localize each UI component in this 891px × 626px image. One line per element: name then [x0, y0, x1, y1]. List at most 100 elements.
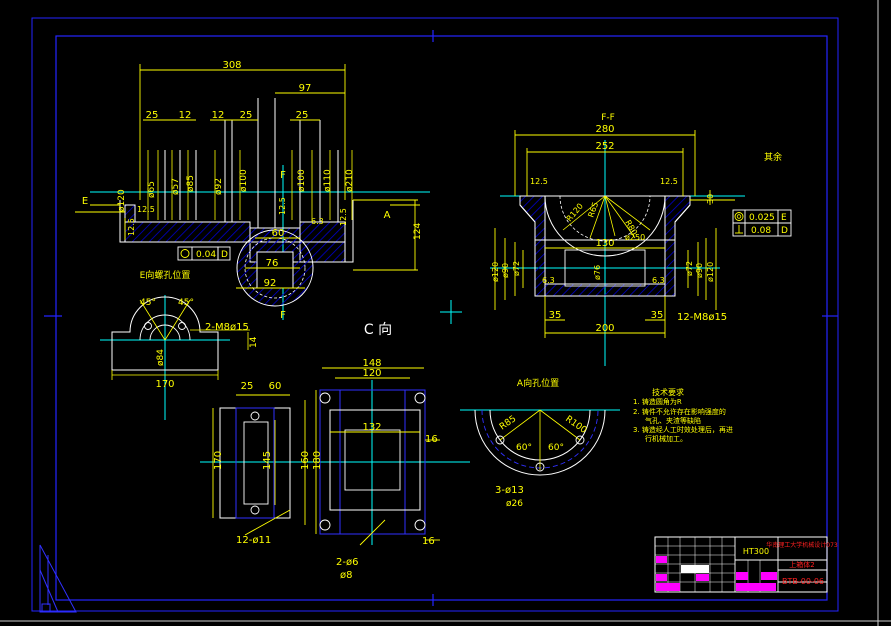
dim-12a: 12: [179, 110, 192, 121]
angle-60l: 60°: [516, 443, 532, 453]
holes-2-m8: 2-M8ø15: [205, 322, 249, 333]
front-view: 308 97 25 12 12 25 25 60 76 92 E A F F ø…: [75, 60, 430, 321]
hole-d8: ø8: [340, 570, 352, 581]
dim-35r: 35: [651, 310, 664, 321]
dim-16a: 16: [425, 434, 438, 445]
outer-frame: [31, 17, 839, 612]
e-view: E向螺孔位置 45° 45° 2-M8ø15 ø84 170 14: [100, 269, 259, 420]
dim-d72l: ø72: [512, 261, 521, 276]
svg-text:D: D: [221, 250, 228, 260]
svg-text:D: D: [781, 226, 788, 236]
part-name: 上箱体2: [789, 560, 814, 569]
title-block: HT300 华南理工大学机械设计073 上箱体2 BTB-00-06: [654, 536, 838, 593]
drawing-number: BTB-00-06: [782, 577, 824, 586]
dim-dia110: ø110: [323, 169, 333, 192]
a-view-title: A向孔位置: [517, 377, 559, 389]
section-view-ff: F-F: [490, 113, 792, 366]
dim-30: 30: [706, 194, 715, 204]
c-view-title: C 向: [364, 322, 392, 338]
perpendicularity-icon: [735, 225, 743, 234]
dim-170: 170: [155, 379, 174, 390]
tolerance-frame-2: 0.08 D: [732, 222, 792, 237]
note-1: 1. 铸造圆角为R: [633, 397, 682, 406]
dim-76: 76: [266, 258, 279, 269]
label-e: E: [82, 196, 88, 207]
dim-16b: 16: [422, 536, 435, 547]
dim-60: 60: [269, 381, 282, 392]
rest-roughness: 其余: [764, 151, 782, 163]
flatness-tolerance: 0.04 D: [177, 246, 231, 261]
dim-dia120: ø120: [117, 189, 127, 212]
dim-180: 180: [312, 451, 323, 470]
flatness-icon: [180, 249, 190, 258]
dim-dia100b: ø100: [297, 169, 307, 192]
dim-25: 25: [241, 381, 254, 392]
dim-92: 92: [264, 278, 277, 289]
holes-3-d13: 3-ø13: [495, 485, 524, 496]
dim-d72r: ø72: [685, 261, 694, 276]
technical-notes: 技术要求 1. 铸造圆角为R 2. 铸件不允许存在影响强度的 气孔、夹渣等缺陷 …: [633, 387, 733, 443]
label-f: F: [280, 310, 286, 321]
dim-dia100a: ø100: [239, 169, 249, 192]
orientation-triangle-icon: [39, 544, 77, 613]
rough-125b: 12.5: [127, 218, 136, 236]
note-2b: 气孔、夹渣等缺陷: [645, 416, 701, 425]
rough-125a: 12.5: [137, 205, 155, 214]
hole-d26: ø26: [506, 499, 523, 509]
note-3: 3. 铸造经人工时效处理后，再进: [633, 425, 733, 434]
dim-d120l: ø120: [491, 262, 500, 282]
angle-45r: 45°: [178, 298, 194, 308]
rough-63: 6.3: [311, 217, 324, 226]
dim-252: 252: [595, 141, 614, 152]
dim-dia65: ø65: [147, 181, 157, 198]
angle-60r: 60°: [548, 443, 564, 453]
holes-12-m8: 12-M8ø15: [677, 312, 727, 323]
dim-25a: 25: [146, 110, 159, 121]
dim-35l: 35: [549, 310, 562, 321]
dim-dia57: ø57: [171, 178, 181, 195]
concentricity-icon: [734, 212, 744, 221]
notes-title: 技术要求: [652, 387, 684, 397]
material: HT300: [743, 547, 769, 556]
dim-d90r: ø90: [695, 263, 704, 278]
rough-63r: 6.3: [652, 276, 665, 285]
dim-200: 200: [595, 323, 614, 334]
note-3b: 行机械加工。: [645, 434, 687, 443]
rough-125l: 12.5: [530, 177, 548, 186]
dim-97: 97: [299, 83, 312, 94]
dim-d84: ø84: [156, 349, 166, 366]
holes-2-d6: 2-ø6: [336, 557, 358, 568]
dim-25b: 25: [240, 110, 253, 121]
dim-d90l: ø90: [501, 263, 510, 278]
rough-125r: 12.5: [660, 177, 678, 186]
dim-145: 145: [262, 451, 273, 470]
dim-160: 160: [300, 451, 311, 470]
dim-25c: 25: [296, 110, 309, 121]
dim-124: 124: [413, 223, 423, 240]
e-view-title: E向螺孔位置: [140, 269, 191, 281]
dim-d250: ø250: [625, 233, 645, 242]
angle-45l: 45°: [140, 298, 156, 308]
dim-dia85: ø85: [186, 175, 196, 192]
dim-14: 14: [249, 336, 259, 348]
rough-63l: 6.3: [542, 276, 555, 285]
section-label: F-F: [601, 113, 615, 123]
school-name: 华南理工大学机械设计073: [766, 541, 838, 549]
holes-12-d11: 12-ø11: [236, 535, 271, 546]
svg-text:E: E: [781, 213, 787, 223]
centering-marks: [44, 30, 838, 606]
svg-text:0.025: 0.025: [749, 213, 775, 223]
dim-60: 60: [272, 228, 285, 239]
svg-text:0.08: 0.08: [751, 226, 771, 236]
note-2: 2. 铸件不允许存在影响强度的: [633, 407, 726, 416]
dim-132: 132: [362, 422, 381, 433]
label-a: A: [384, 210, 391, 221]
dim-280: 280: [595, 124, 614, 135]
c-view: C 向: [200, 300, 470, 581]
inner-frame: [55, 35, 828, 601]
dim-148: 148: [362, 358, 381, 369]
rough-125c: 12.5: [278, 197, 287, 215]
dim-120: 120: [362, 368, 381, 379]
